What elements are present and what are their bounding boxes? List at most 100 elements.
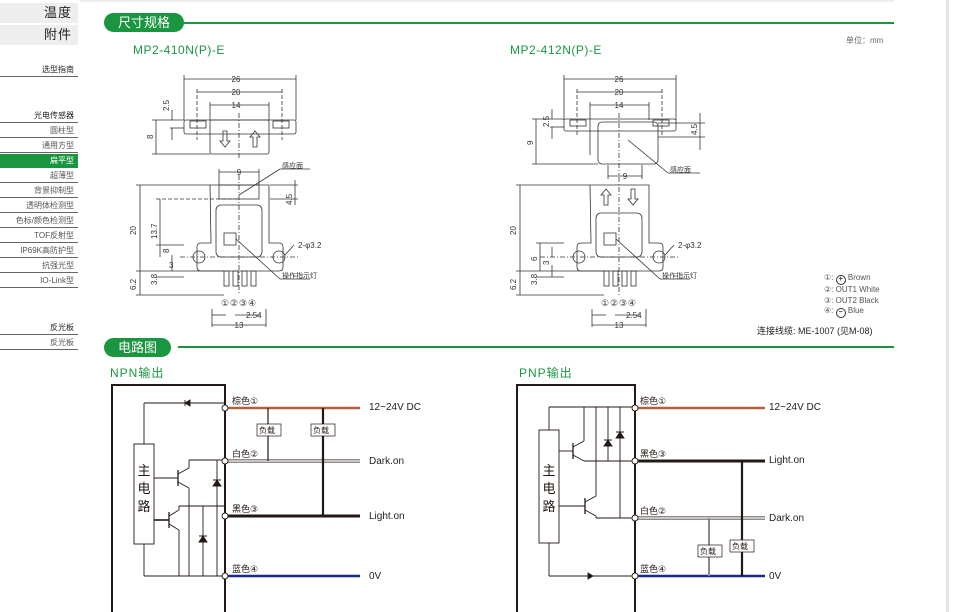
section-title-dimensions: 尺寸规格 <box>104 13 185 32</box>
dim-overall-width: 26 <box>615 75 624 84</box>
wire-label-black: 黑色③ <box>232 503 258 514</box>
sidebar-item-color-mark[interactable]: 色标/颜色检测型 <box>0 214 78 228</box>
sidebar-heading-reflector[interactable]: 反光板 <box>0 321 78 335</box>
sidebar-item-temperature[interactable]: 温度 <box>0 3 78 23</box>
wire-label-white: 白色② <box>232 448 258 459</box>
sidebar-item-ultra-thin[interactable]: 超薄型 <box>0 169 78 183</box>
main-circuit-char-3: 路 <box>542 499 555 514</box>
dim-body-width: 14 <box>615 101 624 110</box>
dim-overall-width: 26 <box>232 75 241 84</box>
wire-label-white: 白色② <box>640 505 666 516</box>
section-title-circuit: 电路图 <box>104 338 172 357</box>
label-indicator: 操作指示灯 <box>282 271 317 280</box>
pin-1: ① <box>221 298 229 308</box>
legend-num: ② <box>824 285 832 294</box>
npn-title: NPN输出 <box>110 366 165 380</box>
wire-label-brown: 棕色① <box>640 395 666 406</box>
model-title-412: MP2-412N(P)-E <box>510 43 602 57</box>
dim-pin-offset: 3.8 <box>150 273 159 285</box>
npn-signal-light-on: Light.on <box>369 511 405 522</box>
top-strip <box>80 0 894 2</box>
pin-legend: ①: + Brown ②: OUT1 White ③: OUT2 Black ④… <box>824 273 880 318</box>
sidebar-heading-photoelectric[interactable]: 光电传感器 <box>0 109 78 123</box>
load-label: 负载 <box>732 541 748 551</box>
pin-3: ③ <box>239 298 247 308</box>
wire-label-blue: 蓝色④ <box>232 563 258 574</box>
dim-window-height: 4.5 <box>690 123 699 135</box>
dim-center-height: 13.7 <box>150 223 159 239</box>
load-label: 负载 <box>259 425 275 435</box>
pin-2: ② <box>610 298 618 308</box>
scrollbar[interactable] <box>946 0 949 612</box>
pnp-signal-0v: 0V <box>769 571 782 582</box>
dimension-drawing-412: 26 20 14 2.5 9 4.5 9 感应面 20 6 3 3.8 6.2 … <box>509 75 705 330</box>
dim-tab-offset: 3 <box>542 260 551 265</box>
legend-num: ③ <box>824 295 832 305</box>
legend-text: Blue <box>847 306 864 315</box>
model-title-410: MP2-410N(P)-E <box>133 43 225 57</box>
wire-label-black: 黑色③ <box>640 448 666 459</box>
npn-circuit-diagram: 负载 负载 主 电 路 棕色① 白色② 黑色③ 蓝色④ <box>111 384 360 612</box>
dim-window-height: 4.5 <box>285 193 294 205</box>
pnp-signal-supply: 12~24V DC <box>769 402 821 413</box>
npn-signal-supply: 12~24V DC <box>369 402 421 413</box>
sidebar-item-cylindrical[interactable]: 圆柱型 <box>0 124 78 138</box>
sidebar-item-accessories[interactable]: 附件 <box>0 25 78 45</box>
dim-height: 9 <box>526 140 535 145</box>
legend-row-3: ③: OUT2 Black <box>824 295 879 305</box>
label-mounting-holes: 2-φ3.2 <box>678 241 702 250</box>
legend-row-4: ④: − Blue <box>824 306 864 318</box>
section-divider <box>178 22 894 24</box>
legend-text: OUT2 Black <box>835 295 879 305</box>
label-indicator: 操作指示灯 <box>662 271 697 280</box>
legend-row-2: ②: OUT1 White <box>824 285 880 294</box>
dim-pin-pitch: 2.54 <box>246 311 262 320</box>
minus-circle-icon: − <box>835 308 846 318</box>
dim-window-width: 9 <box>237 168 242 177</box>
dimension-drawing-410: 26 20 14 2.5 8 9 感应面 4.5 20 <box>129 75 322 330</box>
wire-label-brown: 棕色① <box>232 395 258 406</box>
dim-pin-length: 6.2 <box>509 278 518 290</box>
dim-pin-offset: 3.8 <box>530 273 539 285</box>
legend-row-1: ①: + Brown <box>824 273 871 285</box>
cable-note: 连接线缆: ME-1007 (见M-08) <box>757 326 873 336</box>
sidebar-item-ip69k[interactable]: IP69K高防护型 <box>0 244 78 258</box>
label-sensing-face: 感应面 <box>670 165 691 174</box>
dim-front-height: 20 <box>509 226 518 235</box>
dim-flange: 2.5 <box>162 99 171 111</box>
main-circuit-char-2: 电 <box>137 481 150 496</box>
pin-3: ③ <box>619 298 627 308</box>
load-label: 负载 <box>313 425 329 435</box>
legend-text: OUT1 White <box>835 285 880 294</box>
main-circuit-char-1: 主 <box>137 463 150 478</box>
sidebar-item-flat[interactable]: 扁平型 <box>0 154 78 168</box>
legend-text: Brown <box>847 273 871 282</box>
dim-pin-length: 6.2 <box>129 278 138 290</box>
dim-height: 8 <box>146 134 155 139</box>
sidebar-selection-guide[interactable]: 选型指南 <box>0 63 78 77</box>
pnp-title: PNP输出 <box>519 366 573 380</box>
sidebar-item-transparent-detection[interactable]: 透明体检测型 <box>0 199 78 213</box>
load-label: 负载 <box>700 546 716 556</box>
pnp-signal-light-on: Light.on <box>769 455 805 466</box>
unit-label: 单位：mm <box>846 36 884 45</box>
dim-pin-pitch: 2.54 <box>626 311 642 320</box>
npn-signal-dark-on: Dark.on <box>369 456 405 467</box>
dim-hole-pitch: 20 <box>232 88 241 97</box>
pnp-circuit-diagram: 负载 负载 主 电 路 棕色① 黑色③ 白色② 蓝色④ <box>516 384 765 612</box>
plus-circle-icon: + <box>835 275 846 285</box>
sidebar-item-anti-light[interactable]: 抗强光型 <box>0 259 78 273</box>
sidebar-item-reflector[interactable]: 反光板 <box>0 336 78 350</box>
sidebar-item-tof[interactable]: TOF反射型 <box>0 229 78 243</box>
dim-body-width: 14 <box>232 101 241 110</box>
main-circuit-char-1: 主 <box>542 463 555 478</box>
dim-flange: 2.5 <box>542 115 551 127</box>
dim-pin-span: 13 <box>235 321 244 330</box>
sidebar-item-io-link[interactable]: IO-Link型 <box>0 274 78 288</box>
sidebar-item-background-suppression[interactable]: 背景抑制型 <box>0 184 78 198</box>
section-divider <box>178 346 894 348</box>
dim-window-width: 9 <box>623 172 628 181</box>
dim-tab-height: 6 <box>530 256 539 261</box>
main-circuit-char-2: 电 <box>542 481 555 496</box>
sidebar-item-general-square[interactable]: 通用方型 <box>0 139 78 153</box>
